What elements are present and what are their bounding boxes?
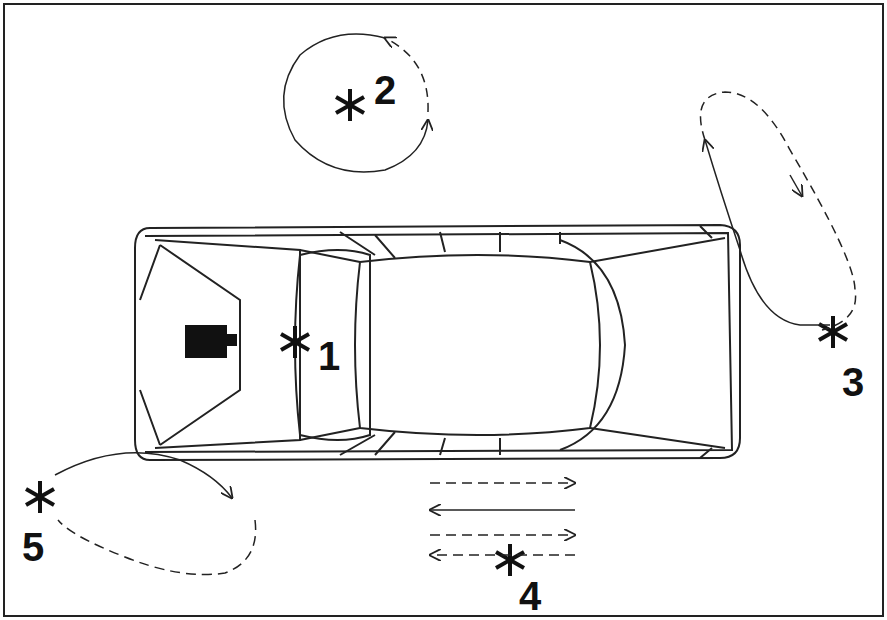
callout-number: 3 (842, 362, 864, 402)
callout-number: 2 (374, 70, 396, 110)
callout-number: 1 (318, 336, 340, 376)
callout-number: 5 (22, 527, 44, 567)
callout-number: 4 (519, 576, 541, 616)
